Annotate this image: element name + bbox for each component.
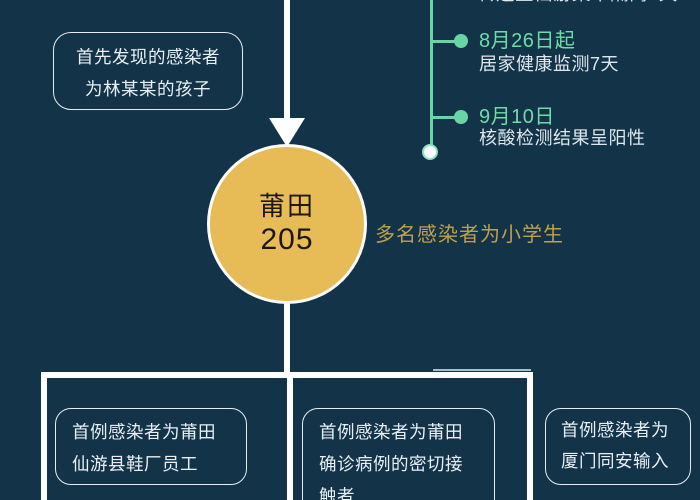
connector-line-bottom xyxy=(284,302,290,376)
timeline-branch-line-2 xyxy=(431,116,457,119)
branch-2-line-3: 触者 xyxy=(319,486,355,500)
timeline-date-1: 8月26日起 xyxy=(479,30,576,52)
branch-1-line-2: 仙游县鞋厂员工 xyxy=(72,454,198,474)
first-case-line-1: 首先发现的感染者 xyxy=(76,47,220,67)
timeline-end-dot-icon xyxy=(422,144,438,160)
timeline-item-clipped-text: 转运至仙游集中隔离7天 xyxy=(477,0,678,4)
first-case-line-2: 为林某某的孩子 xyxy=(85,79,211,99)
timeline-branch-line-1 xyxy=(431,40,457,43)
bracket-right-line xyxy=(527,372,533,500)
timeline-desc-1: 居家健康监测7天 xyxy=(479,54,620,74)
branch-3-line-1: 首例感染者为 xyxy=(561,420,669,440)
branch-box-xiamen-tongan: 首例感染者为 厦门同安输入 xyxy=(545,408,691,485)
down-arrow-icon xyxy=(269,118,305,147)
hub-circle: 莆田 205 xyxy=(207,144,367,304)
timeline-date-2: 9月10日 xyxy=(479,106,555,128)
hub-case-count: 205 xyxy=(260,223,314,256)
branch-3-line-2: 厦门同安输入 xyxy=(561,451,669,471)
timeline-vertical-line xyxy=(430,0,433,146)
timeline-desc-2: 核酸检测结果呈阳性 xyxy=(479,128,646,148)
branch-2-line-2: 确诊病例的密切接 xyxy=(319,454,463,474)
side-note-label: 多名感染者为小学生 xyxy=(375,224,564,246)
branch-2-line-1: 首例感染者为莆田 xyxy=(319,422,463,442)
branch-box-xianyou-shoe-factory: 首例感染者为莆田 仙游县鞋厂员工 xyxy=(55,408,247,485)
bracket-thin-overlap-line xyxy=(433,369,531,371)
connector-line-top xyxy=(284,0,290,119)
branch-1-line-1: 首例感染者为莆田 xyxy=(72,422,216,442)
first-case-callout: 首先发现的感染者 为林某某的孩子 xyxy=(53,32,243,110)
hub-city-label: 莆田 xyxy=(258,191,315,221)
timeline-dot-icon-1 xyxy=(454,34,468,48)
bracket-left-line xyxy=(41,372,47,500)
branch-box-close-contact: 首例感染者为莆田 确诊病例的密切接 触者 xyxy=(302,408,495,500)
timeline-dot-icon-2 xyxy=(454,110,468,124)
bracket-middle-line xyxy=(287,372,293,500)
